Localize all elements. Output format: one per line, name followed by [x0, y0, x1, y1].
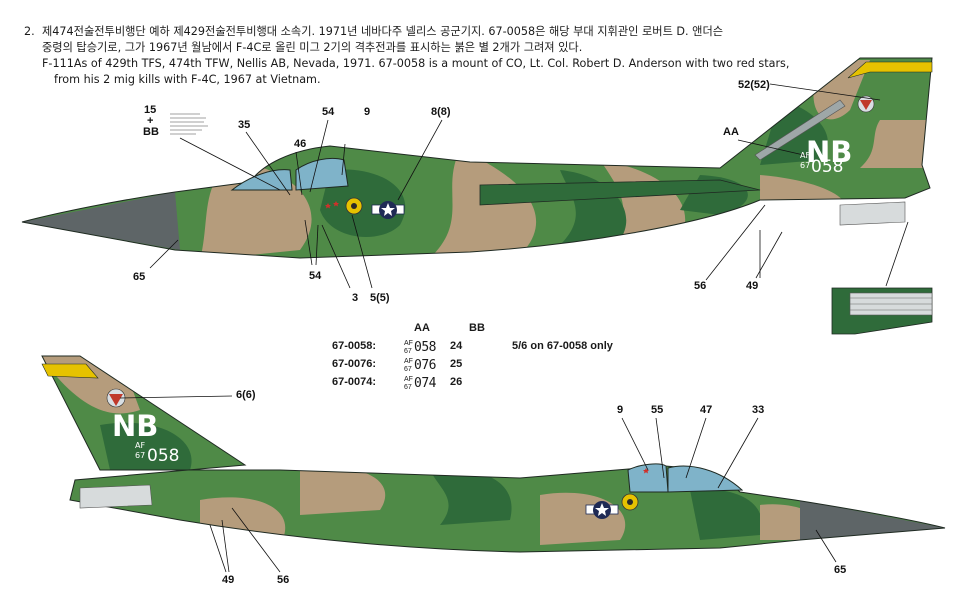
top-tail-serial: 058: [811, 157, 843, 177]
table-row: 67-0076: AF 67 076 25: [332, 358, 652, 376]
row-decal-number: 24: [450, 340, 463, 352]
row-registration: 67-0058:: [332, 340, 377, 352]
callout-6: 6(6): [236, 389, 256, 401]
row-note: 5/6 on 67-0058 only: [512, 340, 613, 352]
top-tail-code: NB: [806, 135, 852, 169]
callout-54-bottom: 54: [309, 270, 322, 282]
bottom-tail-serial: 058: [147, 446, 179, 466]
row-decal-number: 25: [450, 358, 463, 370]
bottom-tail-code: NB: [112, 409, 158, 443]
table-row: 67-0058: AF 67 058 24 5/6 on 67-0058 onl…: [332, 340, 652, 358]
row-year: 67: [404, 348, 412, 355]
weapon-bay-detail-inset: [831, 221, 933, 335]
row-registration: 67-0074:: [332, 376, 377, 388]
callout-65-top: 65: [133, 271, 146, 283]
row-big-serial: 076: [414, 358, 436, 373]
bottom-national-insignia: [585, 501, 619, 519]
caption-number: 2.: [24, 25, 35, 38]
table-header-bb: BB: [469, 322, 485, 334]
serial-number-table: AA BB 67-0058: AF 67 058 24 5/6 on 67-00…: [332, 322, 652, 394]
callout-65-bottom: 65: [834, 564, 847, 576]
row-big-serial: 074: [414, 376, 436, 391]
top-national-insignia: [371, 201, 405, 219]
callout-56-bottom: 56: [277, 574, 290, 586]
callout-56-top: 56: [694, 280, 707, 292]
bottom-tail-af: AF: [135, 441, 145, 450]
callout-aa: AA: [723, 126, 739, 138]
row-year: 67: [404, 384, 412, 391]
callout-bb: BB: [143, 126, 159, 138]
row-big-serial: 058: [414, 340, 436, 355]
row-af: AF: [404, 358, 413, 365]
callout-35: 35: [238, 119, 251, 131]
row-year: 67: [404, 366, 412, 373]
callout-plus: +: [147, 115, 154, 127]
callout-8: 8(8): [431, 106, 451, 118]
top-aircraft-profile: NB AF 67 058: [21, 57, 933, 289]
caption-english-line-2: from his 2 mig kills with F-4C, 1967 at …: [54, 73, 321, 86]
callout-46: 46: [294, 138, 307, 150]
callout-15: 15: [144, 104, 157, 116]
row-registration: 67-0076:: [332, 358, 377, 370]
row-af: AF: [404, 376, 413, 383]
bottom-tail-year: 67: [135, 451, 145, 460]
callout-49-top: 49: [746, 280, 759, 292]
callout-33: 33: [752, 404, 765, 416]
top-tail-af: AF: [800, 151, 810, 160]
top-tail-year: 67: [800, 161, 810, 170]
callout-5: 5(5): [370, 292, 390, 304]
callout-54-top: 54: [322, 106, 335, 118]
callout-3: 3: [352, 292, 359, 304]
row-af: AF: [404, 340, 413, 347]
callout-55: 55: [651, 404, 664, 416]
caption-korean-line-2: 중령의 탑승기로, 그가 1967년 월남에서 F-4C로 올린 미그 2기의 …: [42, 41, 583, 54]
caption-korean-line-1: 제474전술전투비행단 예하 제429전술전투비행대 소속기. 1971년 네바…: [42, 25, 724, 38]
callout-52: 52(52): [738, 79, 770, 91]
row-decal-number: 26: [450, 376, 463, 388]
callout-47: 47: [700, 404, 713, 416]
table-row: 67-0074: AF 67 074 26: [332, 376, 652, 394]
callout-9-top: 9: [364, 106, 371, 118]
callout-9-bottom: 9: [617, 404, 624, 416]
table-header-aa: AA: [414, 322, 430, 334]
callout-49-bottom: 49: [222, 574, 235, 586]
caption-english-line-1: F-111As of 429th TFS, 474th TFW, Nellis …: [42, 57, 790, 70]
